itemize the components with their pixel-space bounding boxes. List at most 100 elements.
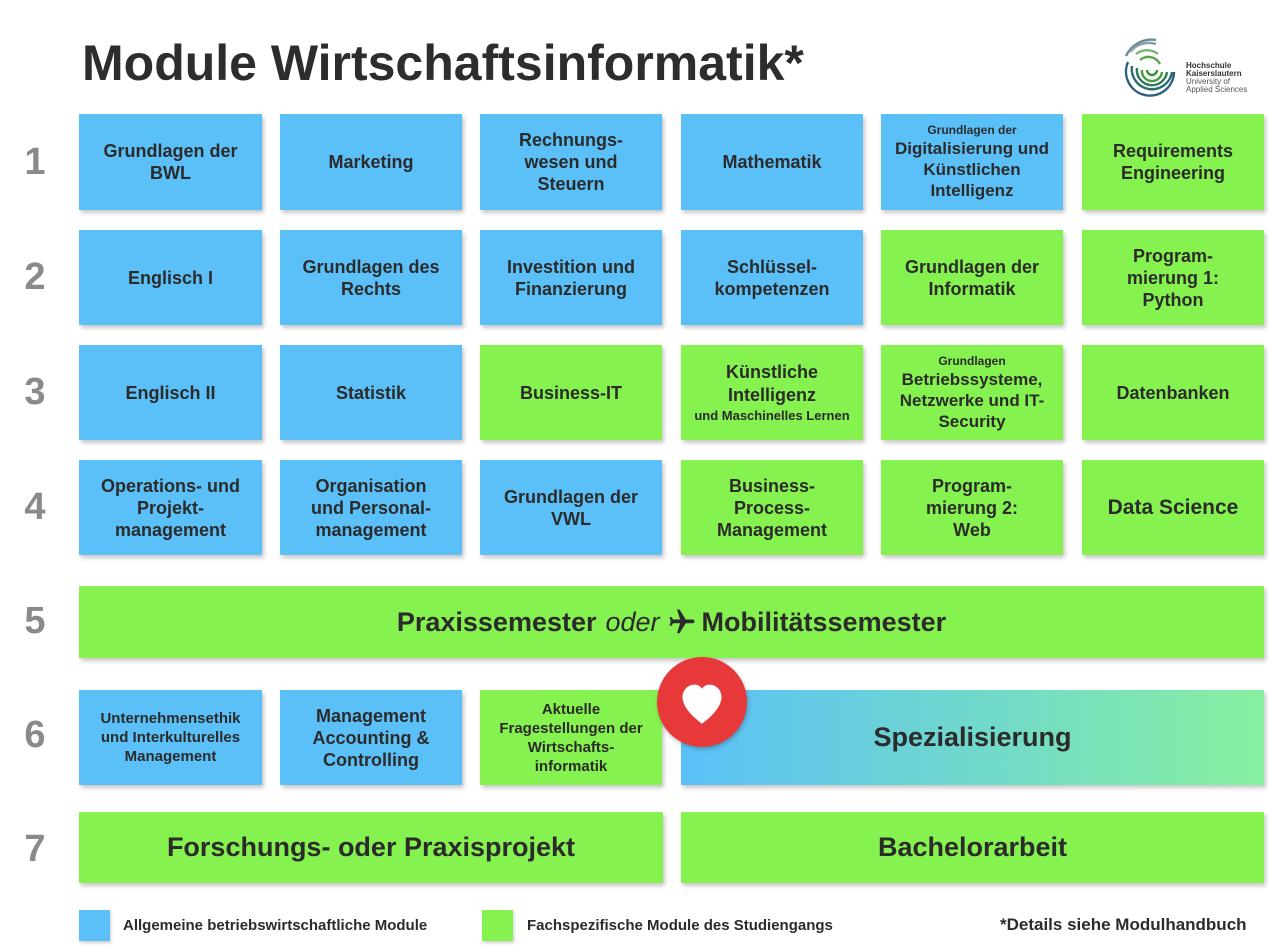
module-card[interactable]: Grundlagen Betriebssysteme, Netzwerke un… [881, 345, 1063, 440]
module-card[interactable]: Grundlagen des Rechts [280, 230, 462, 325]
module-card[interactable]: Program- mierung 1: Python [1082, 230, 1264, 325]
module-label-line: mierung 2: [925, 497, 1018, 518]
module-card[interactable]: Management Accounting & Controlling [280, 690, 462, 785]
spezialisierung-label: Spezialisierung [873, 722, 1072, 752]
module-label-line: Schlüssel- [726, 256, 818, 277]
module-label-line: Steuern [537, 174, 605, 194]
module-label: Digitalisierung und Künstlichen Intellig… [895, 139, 1049, 200]
module-label: Bachelorarbeit [877, 832, 1068, 862]
module-card[interactable]: Rechnungs- wesen und Steuern [480, 114, 662, 210]
fingerprint-logo-icon [1124, 38, 1176, 97]
module-card[interactable]: Mathematik [681, 114, 863, 210]
oder-label: oder [605, 606, 660, 637]
details-note: *Details siehe Modulhandbuch [1000, 915, 1247, 934]
module-card[interactable]: Englisch II [79, 345, 262, 440]
heart-icon [682, 684, 722, 724]
module-card[interactable]: Program- mierung 2: Web [881, 460, 1063, 555]
module-card[interactable]: Aktuelle Fragestellungen der Wirtschafts… [480, 690, 662, 785]
module-card-wide[interactable]: Bachelorarbeit [681, 812, 1264, 883]
module-card[interactable]: Data Science [1082, 460, 1264, 555]
module-label: Grundlagen der Informatik [904, 256, 1039, 299]
module-card[interactable]: Business-IT [480, 345, 662, 440]
module-label-line: Web [953, 519, 991, 540]
semester-number-5: 5 [24, 600, 46, 642]
module-label-line: Organisation [315, 475, 427, 496]
module-card[interactable]: Business- Process- Management [681, 460, 863, 555]
module-label-line: kompetenzen [714, 278, 830, 299]
module-label: Requirements Engineering [1112, 141, 1234, 183]
module-label: Englisch I [127, 267, 214, 288]
module-label-line: und Personal- [310, 497, 431, 518]
semester-number-6: 6 [24, 714, 46, 756]
module-card[interactable]: Marketing [280, 114, 462, 210]
semester-number-7: 7 [24, 828, 46, 870]
logo-line-2: Kaiserslautern [1186, 69, 1242, 78]
module-label-line: Program- [1132, 245, 1213, 266]
legend-label-allgemein: Allgemeine betriebswirtschaftliche Modul… [123, 917, 428, 934]
mobilitaetssemester-label: Mobilitätssemester [701, 606, 947, 637]
module-label: Künstliche Intelligenz [725, 362, 818, 405]
module-card[interactable]: Requirements Engineering [1082, 114, 1264, 210]
page-title: Module Wirtschaftsinformatik* [82, 35, 804, 91]
module-card[interactable]: Unternehmensethik und Interkulturelles M… [79, 690, 262, 785]
module-label-line: management [114, 519, 227, 540]
module-label-line: Aktuelle [541, 700, 601, 718]
module-label: Grundlagen des Rechts [302, 256, 440, 299]
module-label: Investition und Finanzierung [507, 256, 635, 299]
module-label-line: Operations- und [101, 475, 240, 496]
module-label: Business-IT [519, 382, 623, 403]
module-label: Statistik [335, 382, 407, 403]
module-label: Marketing [328, 152, 414, 172]
module-card[interactable]: Schlüssel- kompetenzen [681, 230, 863, 325]
module-label-line: Projekt- [136, 497, 205, 518]
module-label: Mathematik [722, 152, 822, 172]
module-label-line: Business- [728, 475, 816, 496]
module-label: Data Science [1107, 495, 1239, 519]
module-card[interactable]: Investition und Finanzierung [480, 230, 662, 325]
semester-number-1: 1 [24, 141, 46, 183]
semester-number-3: 3 [24, 371, 46, 413]
module-label: Management Accounting & Controlling [312, 705, 430, 770]
legend-swatch-fachspezifisch [482, 910, 513, 941]
module-label: Englisch II [125, 382, 216, 403]
module-card[interactable]: Grundlagen der BWL [79, 114, 262, 210]
module-label-small: Grundlagen der [927, 123, 1017, 137]
module-label-line: Program- [931, 475, 1012, 496]
module-card[interactable]: Statistik [280, 345, 462, 440]
spezialisierung-card[interactable]: Spezialisierung [681, 690, 1264, 785]
heart-badge [657, 657, 747, 747]
module-card[interactable]: Datenbanken [1082, 345, 1264, 440]
module-label-small: und Maschinelles Lernen [694, 408, 850, 423]
logo-text: Hochschule Kaiserslautern University of … [1186, 62, 1247, 94]
semester-number-4: 4 [24, 486, 46, 528]
module-card-wide[interactable]: Forschungs- oder Praxisprojekt [79, 812, 663, 883]
logo-line-4: Applied Sciences [1186, 85, 1248, 94]
module-label-line: Rechnungs- [518, 130, 623, 150]
module-label-line: management [315, 519, 427, 540]
module-card[interactable]: Operations- und Projekt- management [79, 460, 262, 555]
airplane-icon [669, 609, 695, 634]
module-card[interactable]: Organisation und Personal- management [280, 460, 462, 555]
module-card[interactable]: Grundlagen der VWL [480, 460, 662, 555]
module-label-line: mierung 1: [1126, 267, 1219, 288]
module-label-line: informatik [534, 757, 608, 775]
legend-swatch-allgemein [79, 910, 110, 941]
module-label: Unternehmensethik und Interkulturelles M… [100, 710, 241, 765]
module-card[interactable]: Grundlagen der Informatik [881, 230, 1063, 325]
module-card[interactable]: Englisch I [79, 230, 262, 325]
university-logo: Hochschule Kaiserslautern University of … [1122, 34, 1272, 104]
module-label-line: Python [1142, 289, 1204, 310]
module-label: Grundlagen der BWL [103, 141, 238, 183]
logo-line-1: Hochschule [1186, 61, 1232, 70]
praxissemester-label: Praxissemester [396, 606, 597, 637]
module-label: Betriebssysteme, Netzwerke und IT-Securi… [899, 369, 1045, 431]
module-label-line: Fragestellungen der [499, 719, 643, 737]
semester-number-2: 2 [24, 256, 46, 298]
module-card[interactable]: Künstliche Intelligenz und Maschinelles … [681, 345, 863, 440]
module-card[interactable]: Grundlagen der Digitalisierung und Künst… [881, 114, 1063, 210]
module-label-line: Management [716, 519, 828, 540]
module-label: Grundlagen der VWL [503, 486, 638, 529]
module-label-line: Wirtschafts- [527, 738, 615, 756]
module-card-wide[interactable]: Praxissemester oder Mobilitätssemester [79, 586, 1264, 658]
legend-label-fachspezifisch: Fachspezifische Module des Studiengangs [527, 917, 833, 934]
